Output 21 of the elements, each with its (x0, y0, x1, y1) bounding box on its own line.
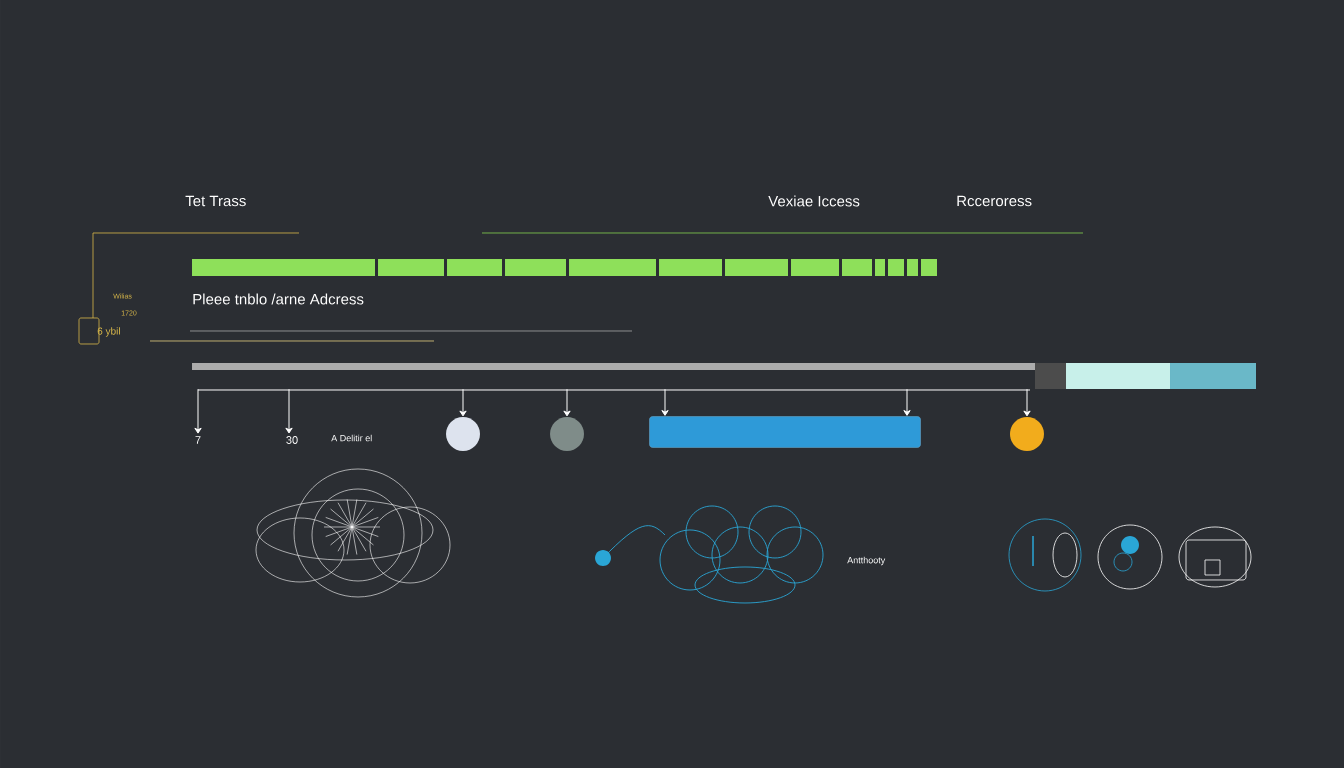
marker-number: 7 (195, 436, 201, 444)
marker-number: 30 (286, 436, 298, 444)
heading: Rcceroress (957, 195, 1032, 207)
bar-label: Pleee tnblo /arne Adcress (193, 293, 364, 305)
arrow (903, 388, 911, 416)
arrow (285, 388, 293, 434)
marker-circle (550, 417, 584, 451)
progress-bar (192, 363, 1256, 389)
arrow (459, 388, 467, 417)
marker-circle (1010, 417, 1044, 451)
drawing-label: Antthooty (847, 556, 886, 566)
heading: Tet Trass (185, 195, 246, 207)
arrow (661, 388, 669, 416)
bar (649, 416, 921, 448)
arrow (1023, 388, 1031, 417)
arrow (194, 388, 202, 434)
small-label: 6 ybil (97, 327, 120, 337)
marker-circle (446, 417, 480, 451)
arrow (563, 388, 571, 417)
marker-label: A Delitir el (331, 434, 372, 442)
heading: Vexiae Iccess (768, 195, 860, 207)
